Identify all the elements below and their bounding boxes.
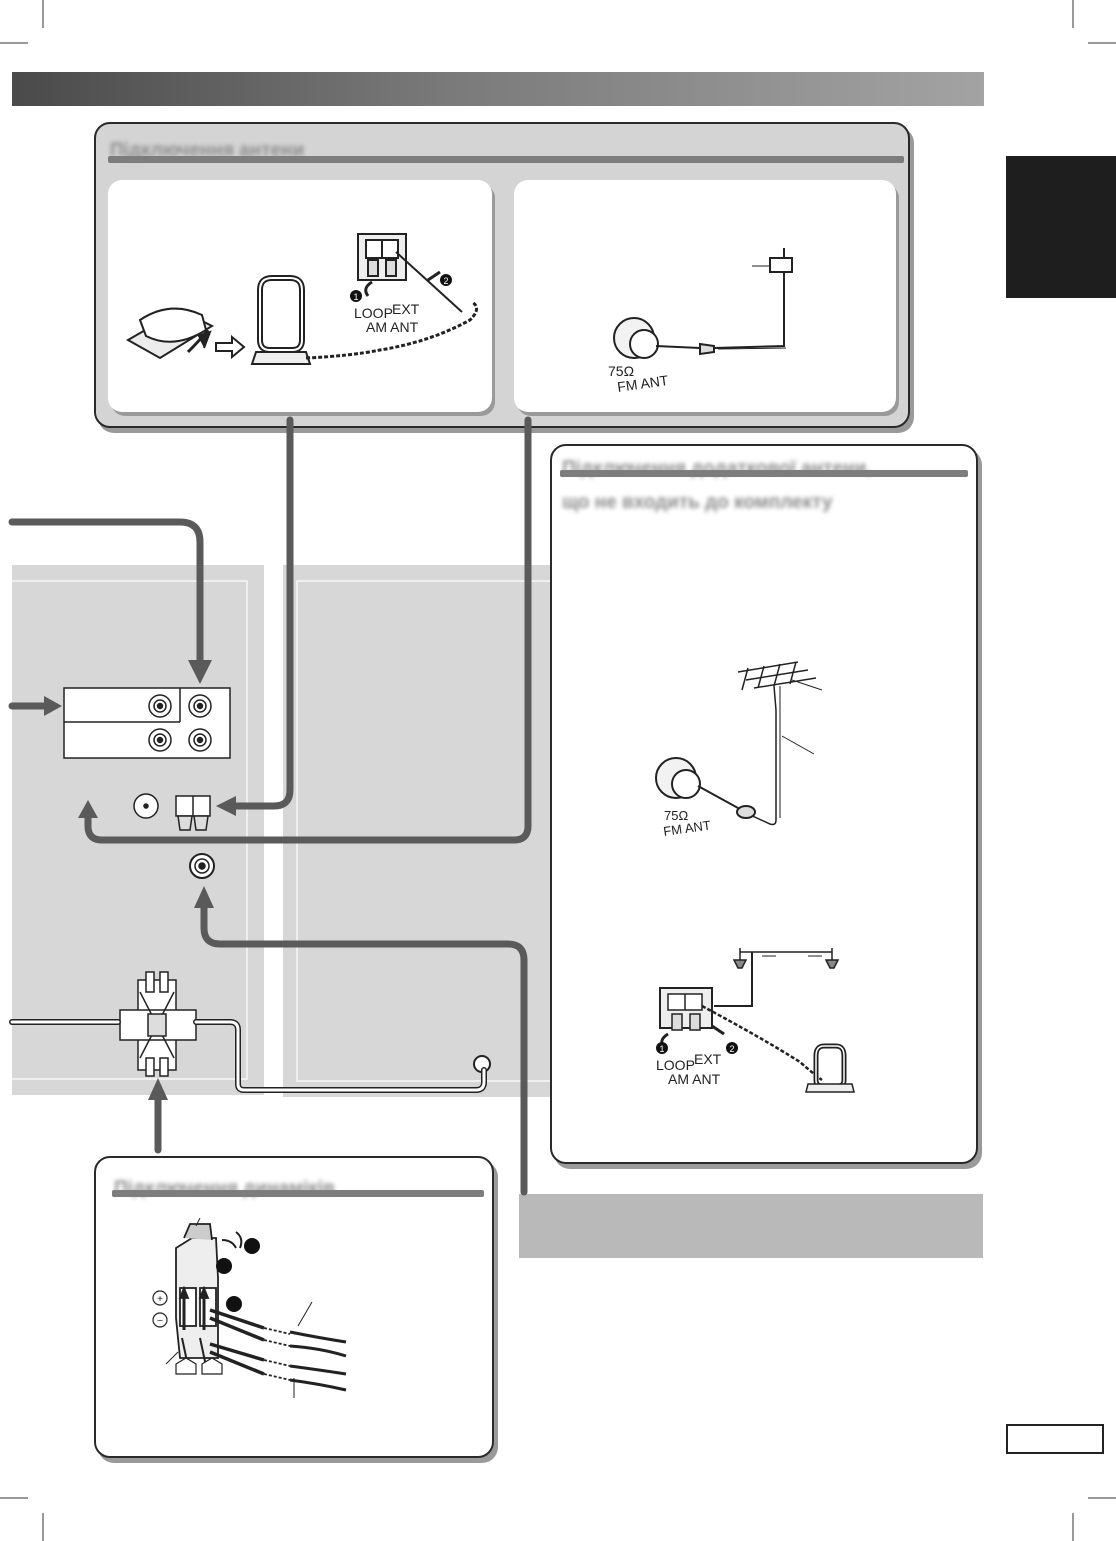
outdoor-title-underline — [560, 470, 968, 477]
outdoor-am-diagram: 1 2 LOOP EXT AM ANT — [656, 948, 855, 1093]
rear-panel-right — [283, 565, 553, 1097]
page-number-box — [1006, 1424, 1104, 1454]
outdoor-ext-label: EXT — [694, 1051, 722, 1067]
am-ext-label: EXT — [392, 301, 420, 317]
am-loop-label: LOOP — [354, 305, 393, 321]
outdoor-step-1: 1 — [659, 1044, 664, 1054]
outdoor-fm-diagram: 75Ω FM ANT — [655, 661, 823, 839]
fm-terminal-label: FM ANT — [616, 372, 670, 395]
outdoor-fm-terminal-label: FM ANT — [662, 817, 711, 838]
antenna-panel-title-underline — [108, 156, 904, 163]
note-banner — [519, 1194, 983, 1258]
speaker-plus-symbol: + — [157, 1294, 163, 1305]
header-bar — [12, 72, 984, 106]
am-terminal-label: AM ANT — [366, 319, 419, 335]
language-tab — [1006, 156, 1116, 298]
outdoor-fm-ohm-label: 75Ω — [664, 808, 688, 823]
fm-ohm-label: 75Ω — [608, 363, 634, 379]
am-step-2: 2 — [443, 276, 448, 286]
outdoor-am-terminal-label: AM ANT — [668, 1071, 721, 1087]
fm-subpanel — [514, 180, 896, 412]
outdoor-title-line2: що не входить до комплекту — [562, 492, 833, 513]
am-loop-antenna-diagram: 1 2 LOOP EXT AM ANT — [125, 233, 478, 365]
outdoor-step-2: 2 — [729, 1044, 734, 1054]
antenna-panel-title: Підключення антени — [110, 140, 305, 161]
speaker-panel-title-underline — [112, 1190, 484, 1197]
outdoor-loop-label: LOOP — [656, 1057, 695, 1073]
antenna-panel: Підключення антени — [94, 122, 910, 428]
speaker-panel: Підключення динаміків — [94, 1156, 494, 1458]
am-step-1: 1 — [353, 292, 358, 302]
speaker-minus-symbol: − — [157, 1316, 163, 1327]
fm-antenna-diagram: 75Ω FM ANT — [608, 248, 793, 395]
outdoor-antenna-panel: Підключення додаткової антени, що не вхо… — [550, 444, 978, 1164]
speaker-terminal-diagram: + − — [152, 1218, 347, 1398]
